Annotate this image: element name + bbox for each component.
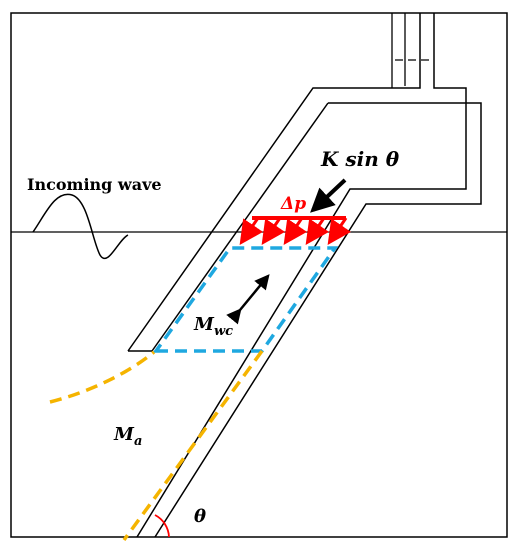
added-mass-line bbox=[122, 349, 264, 542]
outer-wall bbox=[127, 13, 421, 352]
back-wall bbox=[136, 13, 467, 538]
angle-arc bbox=[154, 514, 170, 538]
delta-p-label: Δp bbox=[280, 194, 306, 214]
pressure-arrow bbox=[283, 217, 308, 245]
mwc-label: Mwc bbox=[193, 314, 233, 339]
water-column-outline bbox=[152, 246, 339, 353]
theta-label: θ bbox=[194, 506, 206, 527]
incoming-wave-curve bbox=[32, 193, 129, 259]
force-label: K sin θ bbox=[320, 147, 400, 171]
diagram-frame bbox=[10, 12, 508, 538]
force-arrow bbox=[310, 178, 347, 213]
motion-double-arrow bbox=[226, 274, 270, 325]
pressure-arrow bbox=[305, 217, 330, 245]
front-wall-inner-edge bbox=[151, 102, 329, 352]
ma-label: Ma bbox=[113, 424, 142, 449]
chamber-roof bbox=[154, 102, 482, 538]
added-mass-curve bbox=[49, 350, 156, 404]
pressure-arrow bbox=[261, 217, 286, 245]
pressure-arrow bbox=[239, 217, 264, 245]
incoming-wave-label: Incoming wave bbox=[27, 175, 162, 194]
pressure-arrow bbox=[327, 217, 352, 245]
